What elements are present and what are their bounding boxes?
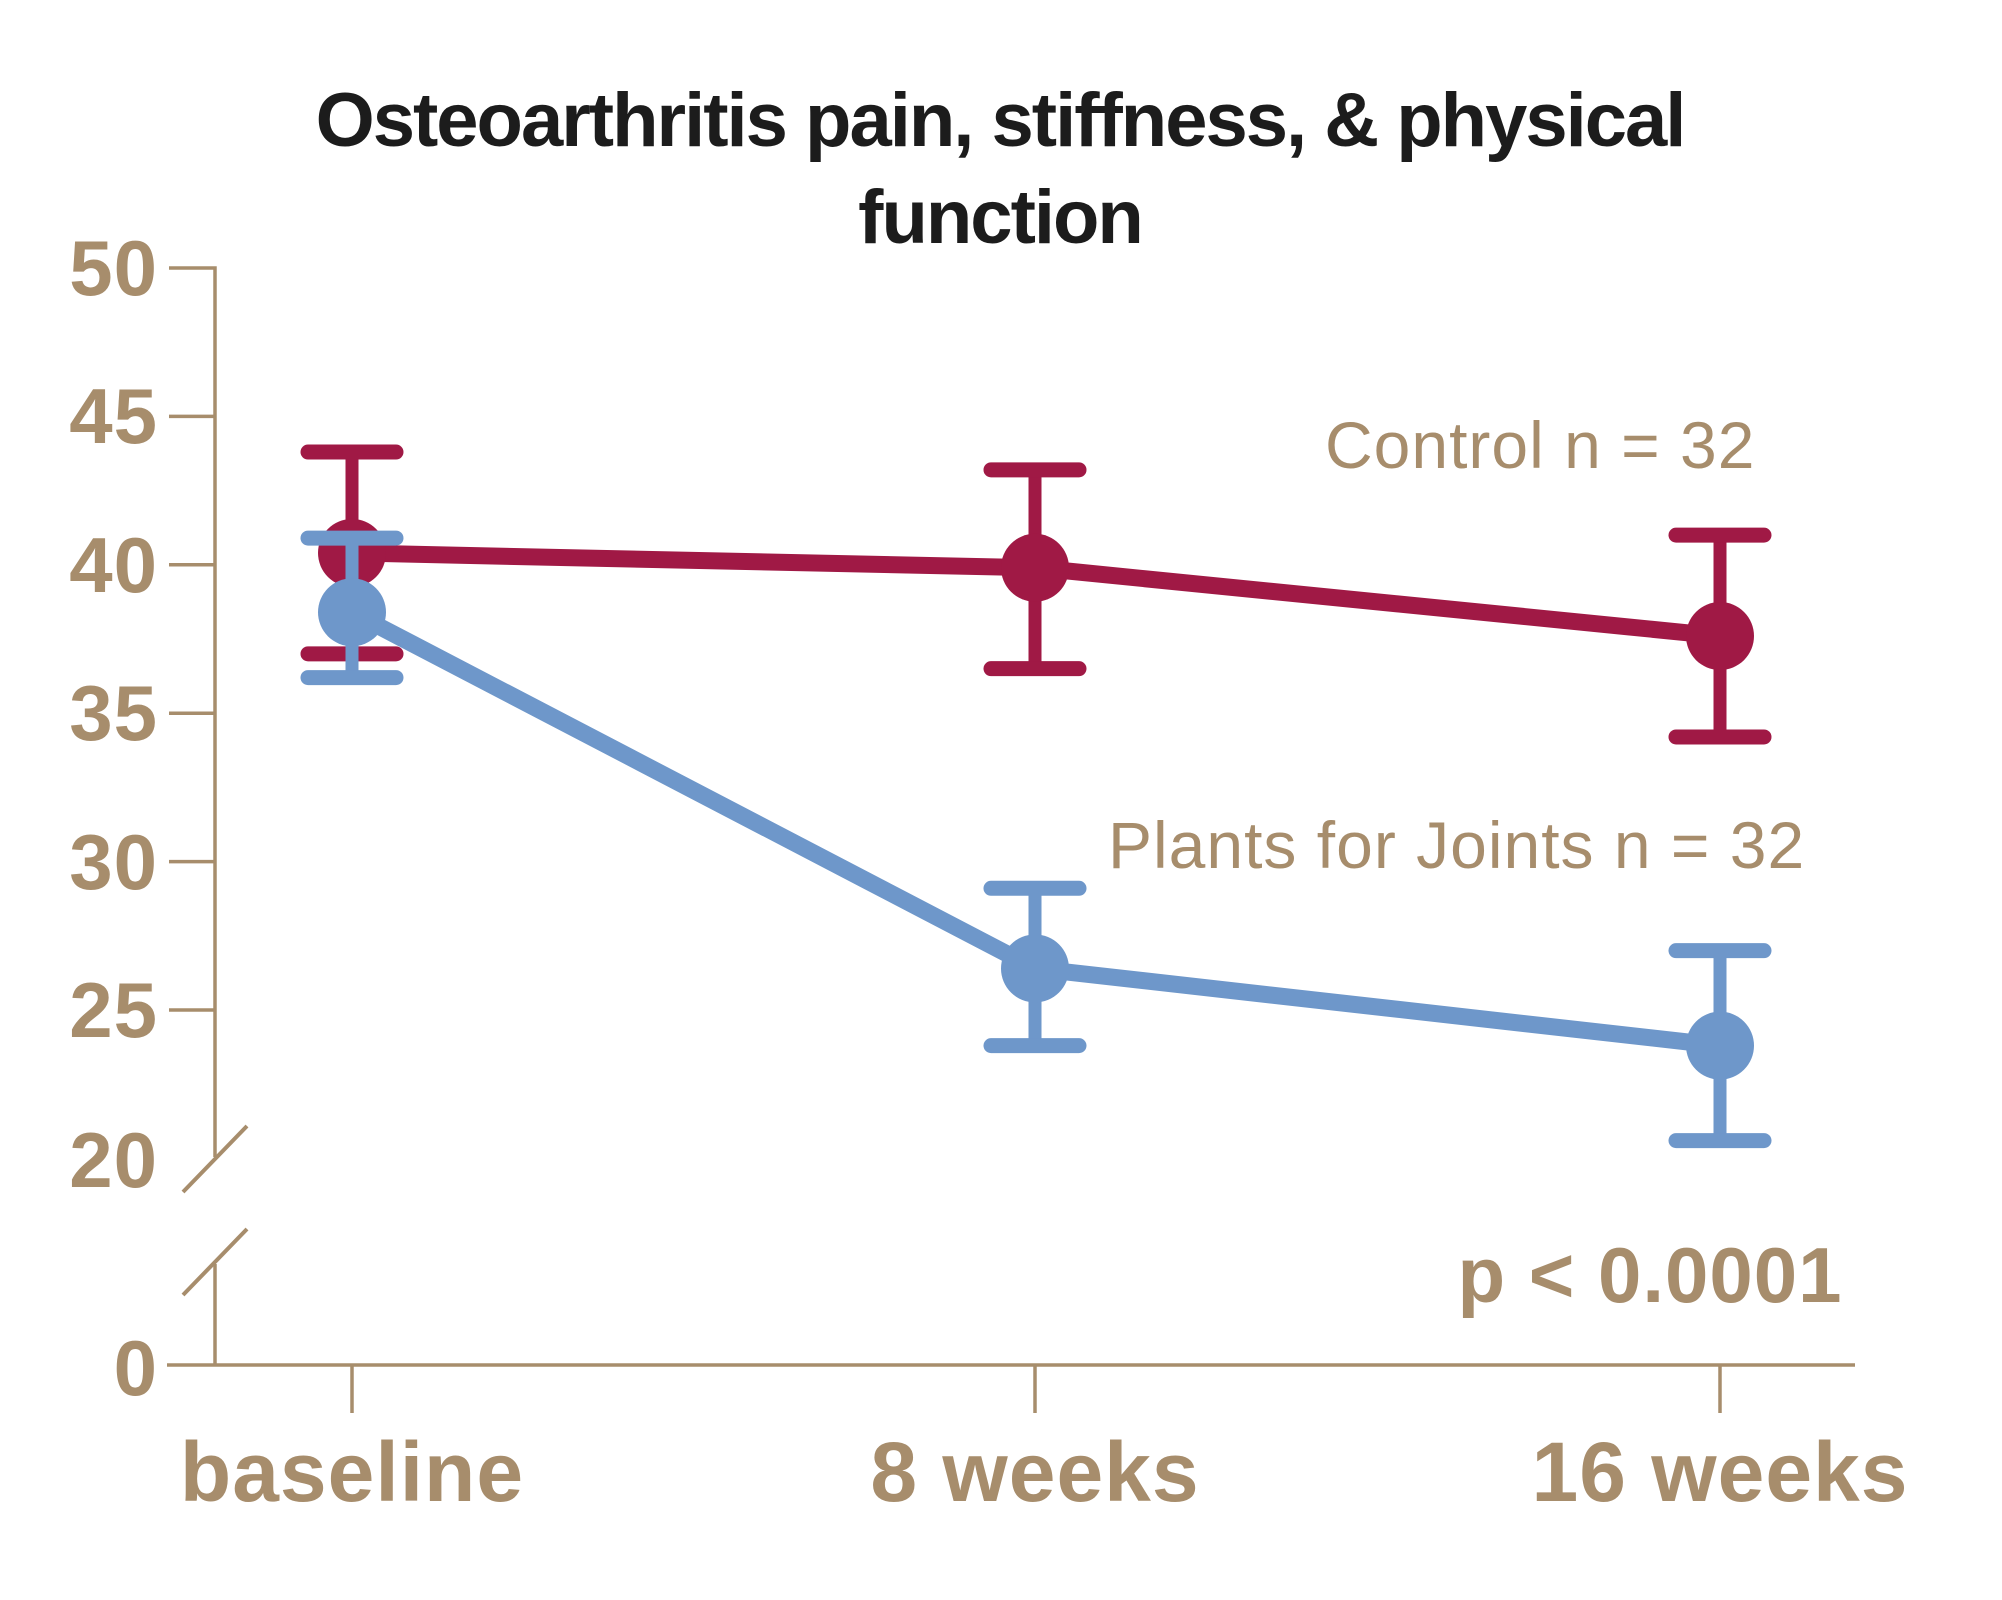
y-tick-label-40: 40	[69, 520, 158, 609]
chart-title-line2: function	[858, 175, 1144, 261]
legend-control: Control n = 32	[1325, 408, 1756, 482]
y-tick-label-30: 30	[69, 817, 158, 906]
p-value-annotation: p < 0.0001	[1457, 1231, 1843, 1319]
chart-title: Osteoarthritis pain, stiffness, & physic…	[200, 72, 1800, 267]
chart-title-line1: Osteoarthritis pain, stiffness, & physic…	[315, 78, 1687, 163]
axis-break-slash-lower	[181, 1227, 249, 1297]
legend-plants-for-joints: Plants for Joints n = 32	[1108, 808, 1806, 882]
y-tick-label-0: 0	[113, 1324, 158, 1412]
x-tick-label-8-weeks: 8 weeks	[870, 1425, 1200, 1519]
y-tick-label-50: 50	[69, 224, 158, 312]
x-tick-label-16-weeks: 16 weeks	[1531, 1425, 1909, 1519]
y-tick-label-25: 25	[69, 966, 158, 1054]
data-point-plants-8-weeks	[1001, 934, 1069, 1003]
y-tick-label-20: 20	[69, 1116, 158, 1205]
data-point-control-8-weeks	[1001, 533, 1069, 602]
data-point-control-16-weeks	[1686, 602, 1754, 671]
axis-break-slash-upper	[181, 1124, 249, 1194]
y-tick-label-35: 35	[69, 669, 158, 758]
data-point-plants-16-weeks	[1686, 1011, 1754, 1080]
data-point-plants-baseline	[318, 578, 386, 647]
y-tick-label-45: 45	[69, 372, 158, 461]
x-tick-label-baseline: baseline	[179, 1425, 525, 1519]
